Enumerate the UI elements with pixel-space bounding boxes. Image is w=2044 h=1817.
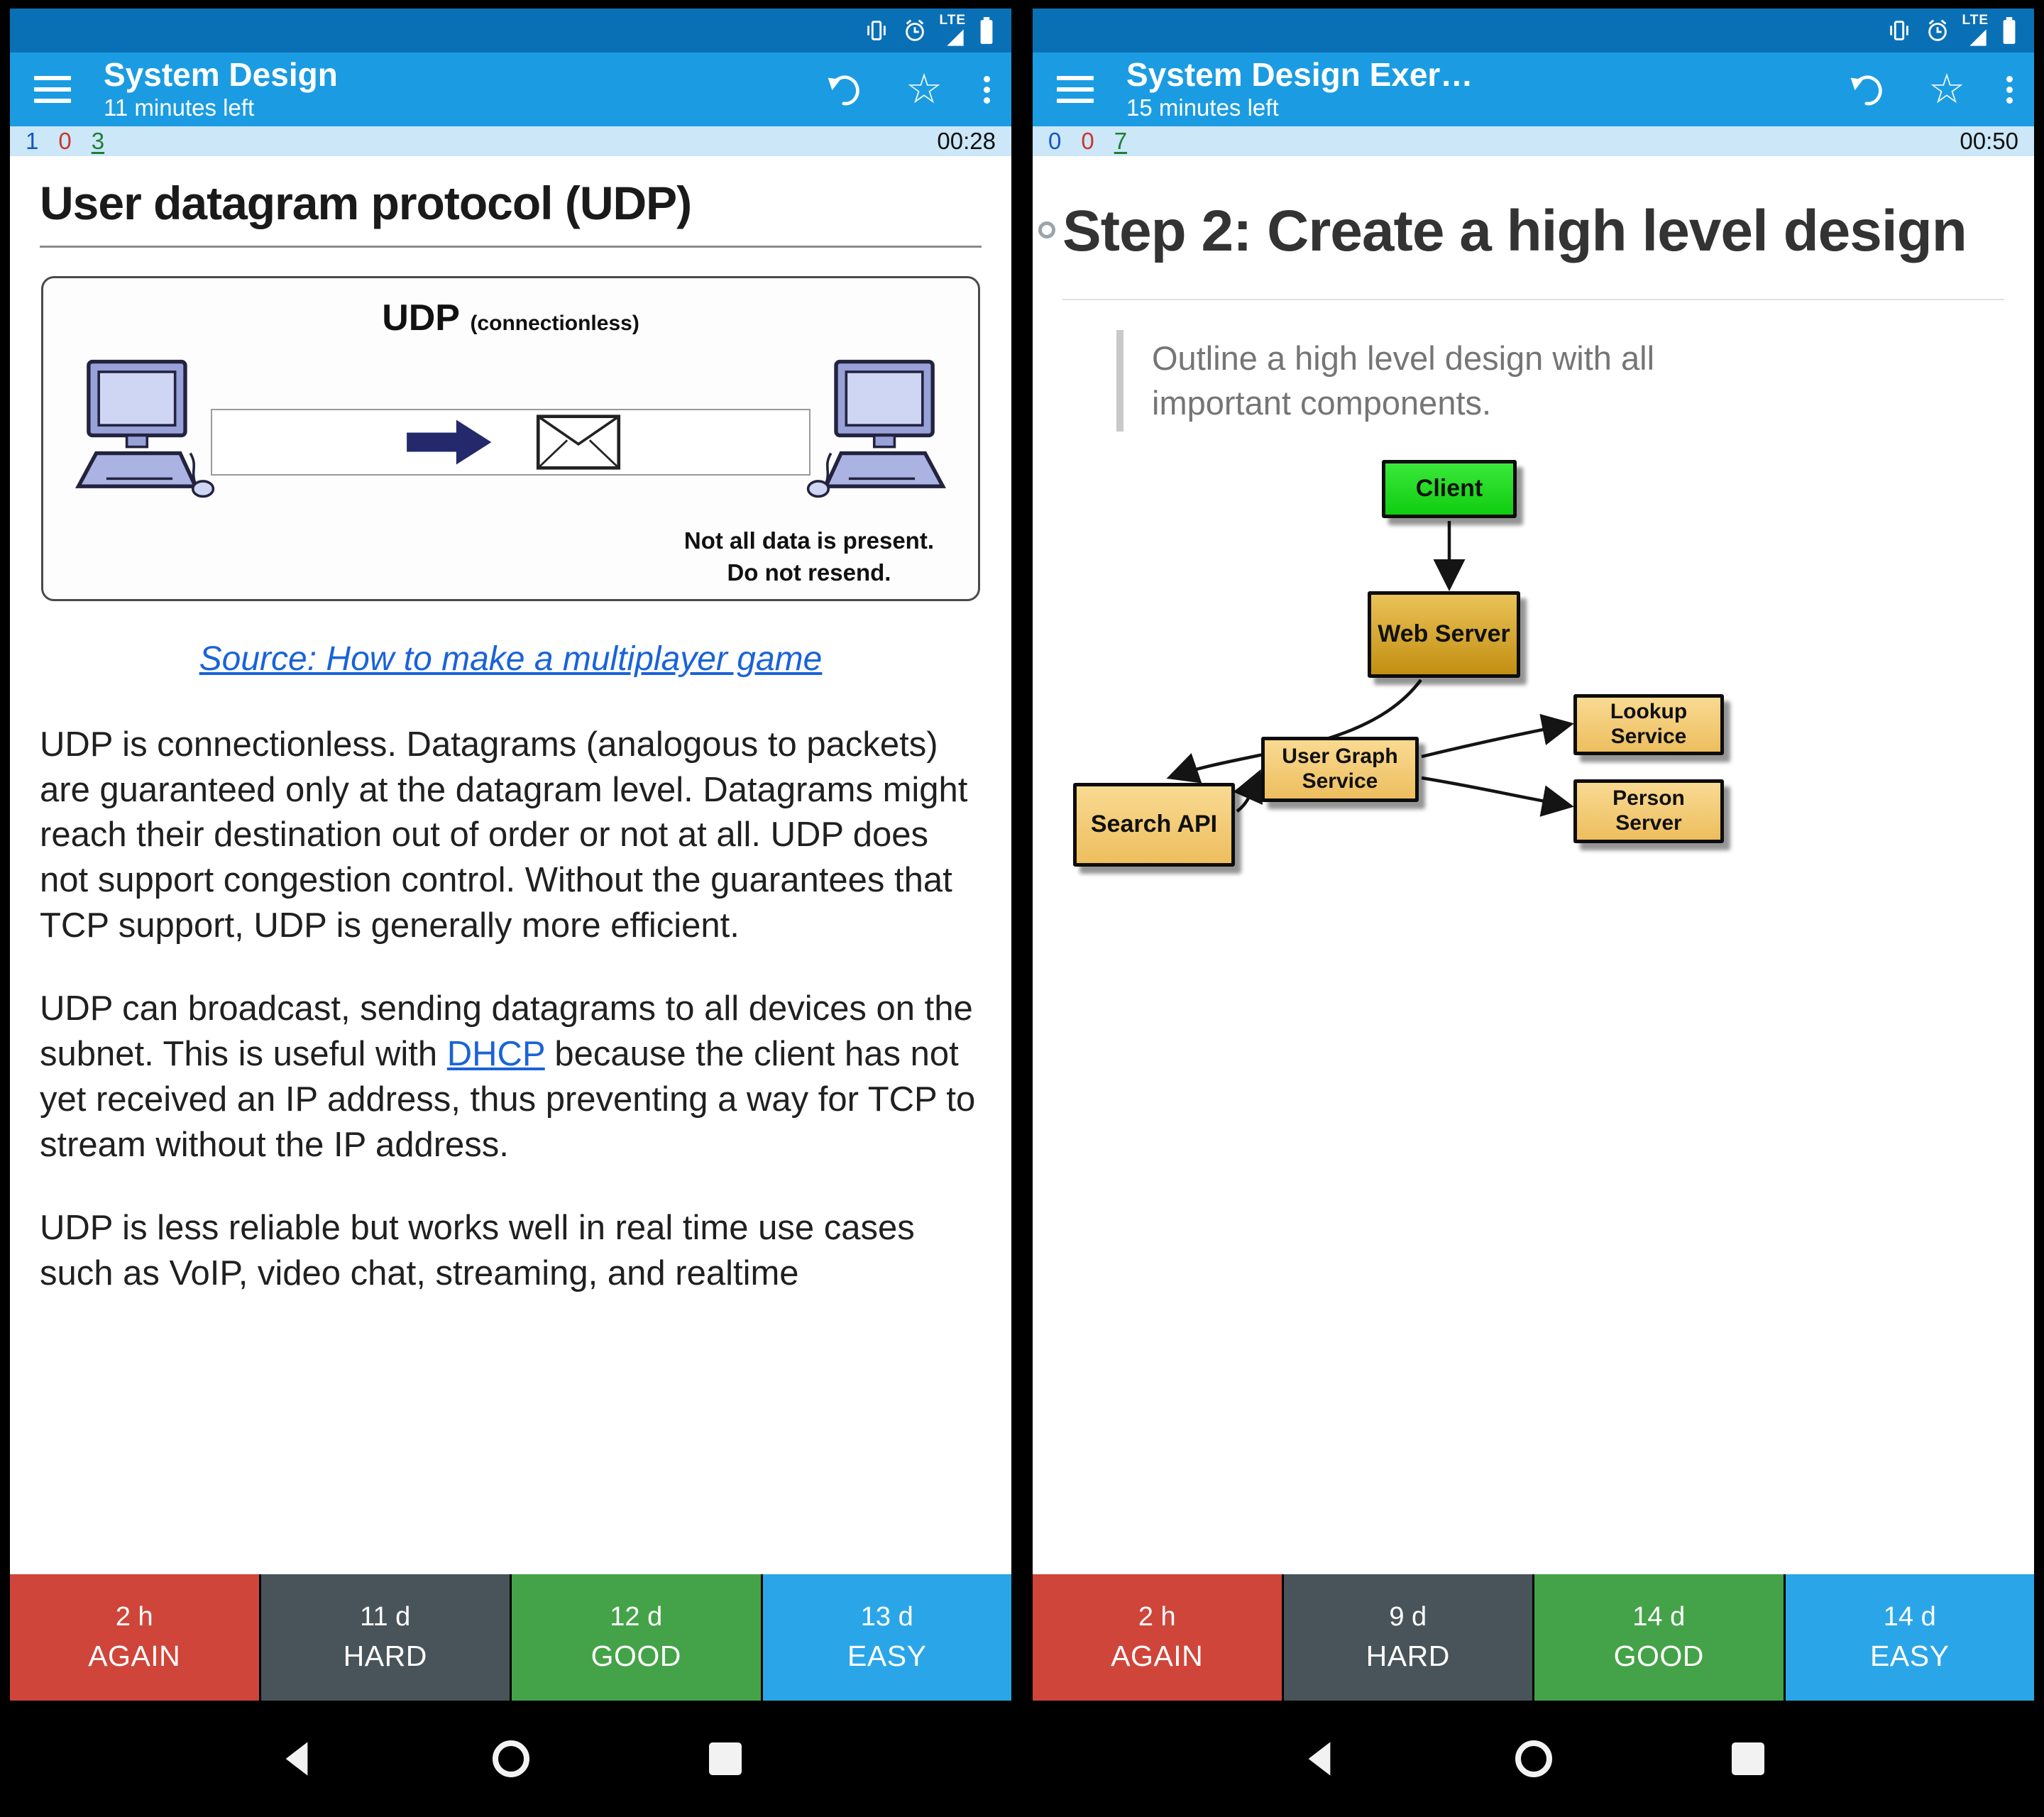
paragraph: UDP is connectionless. Datagrams (analog… <box>40 725 968 945</box>
battery-icon <box>2003 17 2016 44</box>
dhcp-link[interactable]: DHCP <box>446 1035 545 1074</box>
battery-icon <box>980 17 993 44</box>
diagram-box-search-api: Search API <box>1073 782 1235 867</box>
diagram-box-web-server: Web Server <box>1368 591 1520 678</box>
menu-icon[interactable] <box>34 69 72 110</box>
arrow-icon <box>406 419 491 465</box>
title-divider <box>1062 298 2004 300</box>
back-icon[interactable] <box>280 1740 314 1777</box>
status-bar: LTE <box>10 9 1011 53</box>
star-icon[interactable]: ☆ <box>1928 66 1965 112</box>
counter-bar: 1 0 3 00:28 <box>10 126 1011 156</box>
android-nav-bar <box>10 1701 1011 1817</box>
diagram-box-client: Client <box>1382 459 1517 518</box>
recents-icon[interactable] <box>709 1742 742 1775</box>
learn-count: 0 <box>1081 128 1094 154</box>
architecture-diagram: Client Web Server Search API User Graph … <box>1062 453 2004 889</box>
undo-icon[interactable] <box>825 70 864 109</box>
recents-icon[interactable] <box>1732 1742 1765 1775</box>
due-count: 3 <box>91 128 105 154</box>
right-phone: LTE System Design Exer… 15 minutes left … <box>1033 9 2034 1817</box>
left-phone: LTE System Design 11 minutes left ☆ 1 0 … <box>10 9 1011 1817</box>
counter-bar: 0 0 7 00:50 <box>1033 126 2034 156</box>
app-bar: System Design Exer… 15 minutes left ☆ <box>1033 53 2034 126</box>
figure-subheading: (connectionless) <box>470 312 639 335</box>
undo-icon[interactable] <box>1847 70 1887 109</box>
card-timer: 00:50 <box>1960 128 2018 154</box>
learn-count: 0 <box>58 128 72 154</box>
figure-heading: UDP <box>382 297 460 339</box>
time-remaining: 11 minutes left <box>104 94 255 121</box>
card-title: User datagram protocol (UDP) <box>40 177 692 229</box>
computer-icon <box>75 359 215 498</box>
paragraph: UDP is less reliable but works well in r… <box>40 1209 915 1292</box>
overflow-menu-icon[interactable] <box>2006 72 2013 108</box>
new-count: 0 <box>1048 128 1062 154</box>
due-count: 7 <box>1114 128 1128 154</box>
time-remaining: 15 minutes left <box>1126 94 1279 121</box>
signal-icon: LTE <box>940 13 966 48</box>
network-type-label: LTE <box>1962 12 1989 28</box>
diagram-box-user-graph-service: User Graph Service <box>1261 736 1419 802</box>
app-bar: System Design 11 minutes left ☆ <box>10 53 1011 126</box>
status-bar: LTE <box>1033 9 2034 53</box>
udp-diagram-image: UDP (connectionless) <box>41 276 980 601</box>
home-icon[interactable] <box>493 1740 530 1777</box>
source-link[interactable]: Source: How to make a multiplayer game <box>199 640 823 678</box>
new-count: 1 <box>26 128 39 154</box>
deck-title: System Design Exer… <box>1126 57 1473 94</box>
card-content: User datagram protocol (UDP) UDP (connec… <box>10 156 1011 1574</box>
back-icon[interactable] <box>1302 1740 1336 1777</box>
vibrate-icon <box>1889 21 1908 40</box>
alarm-icon <box>1928 19 1947 41</box>
computer-icon <box>806 359 946 498</box>
paragraph-text: because the client has not yet received … <box>40 1035 976 1164</box>
diagram-box-lookup-service: Lookup Service <box>1573 693 1724 755</box>
title-divider <box>40 246 982 248</box>
star-icon[interactable]: ☆ <box>906 66 943 112</box>
overflow-menu-icon[interactable] <box>984 72 990 108</box>
figure-title: UDP (connectionless) <box>55 297 967 339</box>
android-nav-bar <box>1033 1701 2034 1817</box>
deck-title: System Design <box>104 57 338 94</box>
card-timer: 00:28 <box>937 128 996 154</box>
figure-caption: Not all data is present. Do not resend. <box>683 527 934 586</box>
heading-anchor-icon <box>1038 221 1055 238</box>
home-icon[interactable] <box>1515 1740 1553 1777</box>
network-type-label: LTE <box>939 12 966 28</box>
blockquote: Outline a high level design with all imp… <box>1116 329 2004 432</box>
paragraph: UDP can broadcast, sending datagrams to … <box>40 987 982 1168</box>
menu-icon[interactable] <box>1057 69 1095 110</box>
alarm-icon <box>905 19 924 41</box>
vibrate-icon <box>867 21 886 40</box>
transmission-strip <box>211 409 811 476</box>
diagram-box-person-server: Person Server <box>1573 779 1724 843</box>
card-title: Step 2: Create a high level design <box>1062 199 1967 263</box>
envelope-icon <box>536 415 620 470</box>
paragraph-text: UDP can broadcast, sending datagrams to … <box>40 989 973 1074</box>
card-content: Step 2: Create a high level design Outli… <box>1033 156 2034 1574</box>
signal-icon: LTE <box>1962 13 1989 48</box>
